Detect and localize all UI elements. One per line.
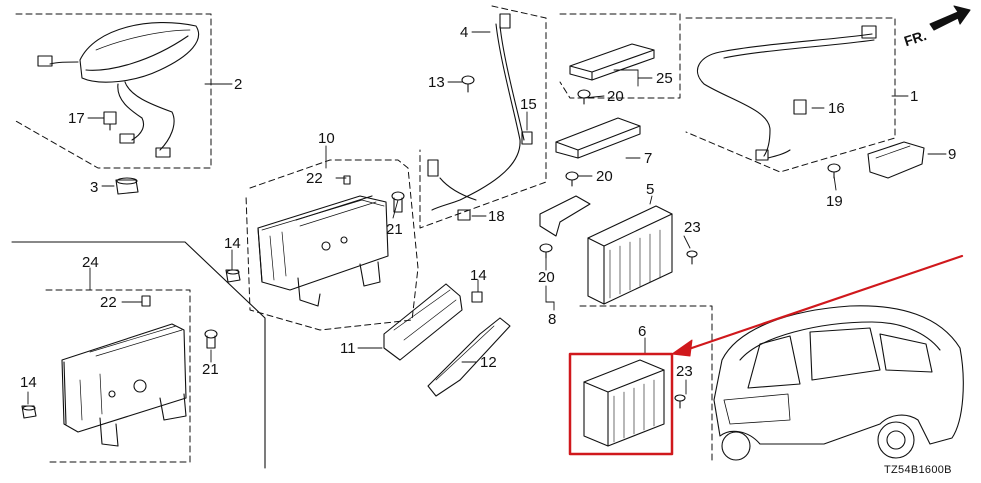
highlight-arrow-line — [678, 254, 964, 354]
vehicle-illustration — [713, 305, 964, 461]
bracket-9 — [867, 141, 925, 179]
bolt-23-upper — [686, 250, 698, 265]
group-outline-2 — [13, 13, 212, 169]
bolt-21-top — [391, 191, 405, 213]
callout-2: 2 — [234, 76, 243, 93]
group-outline-6 — [579, 305, 713, 463]
module-6 — [583, 359, 665, 447]
callout-25: 25 — [656, 70, 673, 87]
callout-7: 7 — [644, 150, 653, 167]
callout-10: 10 — [318, 130, 335, 147]
callout-5: 5 — [646, 181, 655, 198]
front-direction-arrow — [929, 5, 971, 31]
callout-8: 8 — [548, 311, 557, 328]
group-outlines — [13, 5, 896, 463]
group-outline-1 — [685, 17, 896, 173]
leader-lines — [27, 31, 947, 405]
bracket-25 — [569, 43, 655, 81]
callout-1: 1 — [910, 88, 919, 105]
callout-14-left: 14 — [20, 374, 37, 391]
callout-17: 17 — [68, 110, 85, 127]
callout-14-mid: 14 — [224, 235, 241, 252]
bolt-23-lower — [674, 394, 686, 409]
nut-14-mid — [225, 269, 241, 283]
callout-19: 19 — [826, 193, 843, 210]
bracket-8 — [539, 195, 591, 237]
highlight-arrow-head — [671, 339, 693, 357]
callout-12: 12 — [480, 354, 497, 371]
screw-22-top — [343, 175, 351, 185]
callout-20-top: 20 — [607, 88, 624, 105]
clip-18 — [457, 209, 471, 221]
cable-1 — [697, 25, 877, 161]
clip-16 — [793, 99, 807, 115]
clip-14-mid — [471, 291, 483, 303]
callout-24: 24 — [82, 254, 99, 271]
callout-9: 9 — [948, 146, 957, 163]
bolt-21-left — [204, 329, 218, 349]
bracket-12 — [427, 317, 511, 397]
highlight-box — [568, 352, 674, 456]
callout-3: 3 — [90, 179, 99, 196]
callout-6: 6 — [638, 323, 647, 340]
drawing-code: TZ54B1600B — [884, 464, 952, 476]
group-outline-25 — [559, 13, 681, 99]
cable-4 — [427, 13, 525, 211]
section-dividers — [11, 241, 266, 469]
callout-23-lower: 23 — [676, 363, 693, 380]
callout-18: 18 — [488, 208, 505, 225]
callout-15: 15 — [520, 96, 537, 113]
bracket-7 — [555, 117, 641, 159]
audio-unit-10 — [257, 195, 389, 307]
bracket-11 — [383, 283, 463, 361]
callout-21-top: 21 — [386, 221, 403, 238]
callout-14-clip: 14 — [470, 267, 487, 284]
grommet-3 — [115, 177, 139, 195]
divider-left-section — [11, 241, 266, 469]
clip-20-top — [577, 89, 591, 105]
screw-22-left — [141, 295, 151, 307]
group-outline-24 — [45, 289, 191, 463]
callout-21-left: 21 — [202, 361, 219, 378]
nut-14-bottom — [21, 405, 37, 419]
antenna-part — [37, 22, 200, 158]
callout-20-mid: 20 — [596, 168, 613, 185]
callout-22-left: 22 — [100, 294, 117, 311]
clip-19 — [827, 163, 841, 179]
highlight — [568, 254, 964, 456]
amplifier-5 — [587, 205, 673, 305]
group-outline-10 — [245, 159, 419, 331]
unit-24 — [61, 323, 187, 447]
callout-13: 13 — [428, 74, 445, 91]
clip-20-lower — [539, 243, 553, 259]
clip-17 — [103, 111, 117, 131]
callout-20-lower: 20 — [538, 269, 555, 286]
clip-20-mid — [565, 171, 579, 187]
callout-11: 11 — [340, 340, 356, 357]
callout-23-upper: 23 — [684, 219, 701, 236]
clip-15 — [521, 131, 533, 145]
clip-13 — [461, 75, 475, 93]
callout-4: 4 — [460, 24, 469, 41]
callout-16: 16 — [828, 100, 845, 117]
callout-22-top: 22 — [306, 170, 323, 187]
